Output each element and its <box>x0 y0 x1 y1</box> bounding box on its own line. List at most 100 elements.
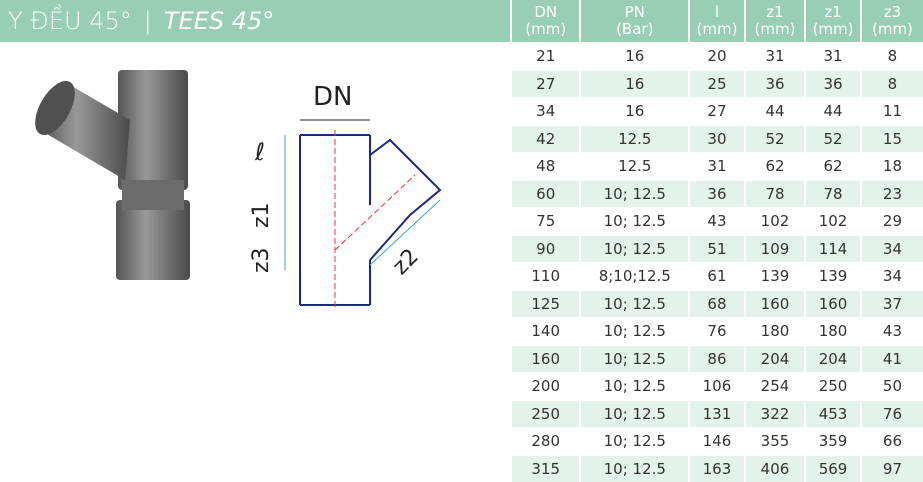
table-cell: 355 <box>743 427 806 455</box>
table-cell: 322 <box>743 399 806 428</box>
table-cell: 75 <box>509 207 581 235</box>
column-header: PN(Bar) <box>579 0 690 43</box>
table-cell: 8 <box>859 42 923 70</box>
label-l: ℓ <box>254 138 265 166</box>
table-cell: 51 <box>688 234 745 263</box>
table-cell: 21 <box>509 42 581 70</box>
table-cell: 125 <box>509 289 581 318</box>
column-header: z1(mm) <box>804 0 861 43</box>
table-cell: 50 <box>859 372 923 400</box>
table-cell: 163 <box>688 454 745 482</box>
table-cell: 60 <box>509 179 581 208</box>
table-cell: 76 <box>859 399 923 428</box>
table-cell: 110 <box>509 262 581 290</box>
table-cell: 254 <box>743 372 806 400</box>
table-cell: 131 <box>688 399 745 428</box>
table-cell: 29 <box>859 207 923 235</box>
table-cell: 102 <box>804 207 861 235</box>
table-cell: 43 <box>859 317 923 345</box>
table-cell: 10; 12.5 <box>579 317 690 345</box>
table-cell: 27 <box>688 97 745 125</box>
header-label: z1 <box>766 3 784 21</box>
table-cell: 25 <box>688 69 745 98</box>
product-image <box>35 70 190 280</box>
table-cell: 23 <box>859 179 923 208</box>
table-cell: 36 <box>688 179 745 208</box>
table-cell: 20 <box>688 42 745 70</box>
table-cell: 146 <box>688 427 745 455</box>
header-unit: (mm) <box>871 20 913 38</box>
column-header: DN(mm) <box>509 0 581 43</box>
table-cell: 160 <box>509 344 581 373</box>
table-cell: 42 <box>509 124 581 153</box>
table-cell: 61 <box>688 262 745 290</box>
table-cell: 78 <box>804 179 861 208</box>
label-dn: DN <box>313 82 352 112</box>
table-cell: 10; 12.5 <box>579 344 690 373</box>
table-cell: 34 <box>859 262 923 290</box>
table-cell: 27 <box>509 69 581 98</box>
header-label: z1 <box>824 3 842 21</box>
table-cell: 16 <box>579 42 690 70</box>
header-unit: (mm) <box>696 20 738 38</box>
title-vi: Y ĐỀU 45° <box>8 7 132 35</box>
table-cell: 31 <box>688 152 745 180</box>
header-label: DN <box>534 3 558 21</box>
column-header: z3(mm) <box>859 0 923 43</box>
header-label: z3 <box>883 3 902 21</box>
table-cell: 406 <box>743 454 806 482</box>
table-cell: 48 <box>509 152 581 180</box>
table-cell: 10; 12.5 <box>579 372 690 400</box>
table-cell: 280 <box>509 427 581 455</box>
title-bar: Y ĐỀU 45°|TEES 45° <box>0 0 510 42</box>
table-cell: 8;10;12.5 <box>579 262 690 290</box>
table-cell: 140 <box>509 317 581 345</box>
table-cell: 8 <box>859 69 923 98</box>
table-cell: 160 <box>804 289 861 318</box>
table-cell: 36 <box>804 69 861 98</box>
column-header: z1(mm) <box>743 0 806 43</box>
table-cell: 10; 12.5 <box>579 179 690 208</box>
table-cell: 10; 12.5 <box>579 454 690 482</box>
table-cell: 16 <box>579 97 690 125</box>
table-cell: 31 <box>804 42 861 70</box>
table-cell: 66 <box>859 427 923 455</box>
table-cell: 78 <box>743 179 806 208</box>
table-cell: 10; 12.5 <box>579 289 690 318</box>
table-cell: 160 <box>743 289 806 318</box>
header-label: l <box>714 3 720 21</box>
header-unit: (Bar) <box>616 20 654 38</box>
table-cell: 62 <box>804 152 861 180</box>
table-cell: 11 <box>859 97 923 125</box>
table-cell: 97 <box>859 454 923 482</box>
table-cell: 12.5 <box>579 152 690 180</box>
label-z2: z2 <box>388 244 424 280</box>
table-cell: 12.5 <box>579 124 690 153</box>
label-z3: z3 <box>249 247 274 273</box>
table-cell: 41 <box>859 344 923 373</box>
table-cell: 34 <box>859 234 923 263</box>
table-cell: 37 <box>859 289 923 318</box>
table-cell: 86 <box>688 344 745 373</box>
header-unit: (mm) <box>812 20 854 38</box>
table-cell: 16 <box>579 69 690 98</box>
table-cell: 106 <box>688 372 745 400</box>
header-label: PN <box>624 3 645 21</box>
table-cell: 359 <box>804 427 861 455</box>
table-cell: 52 <box>743 124 806 153</box>
table-cell: 315 <box>509 454 581 482</box>
table-cell: 62 <box>743 152 806 180</box>
